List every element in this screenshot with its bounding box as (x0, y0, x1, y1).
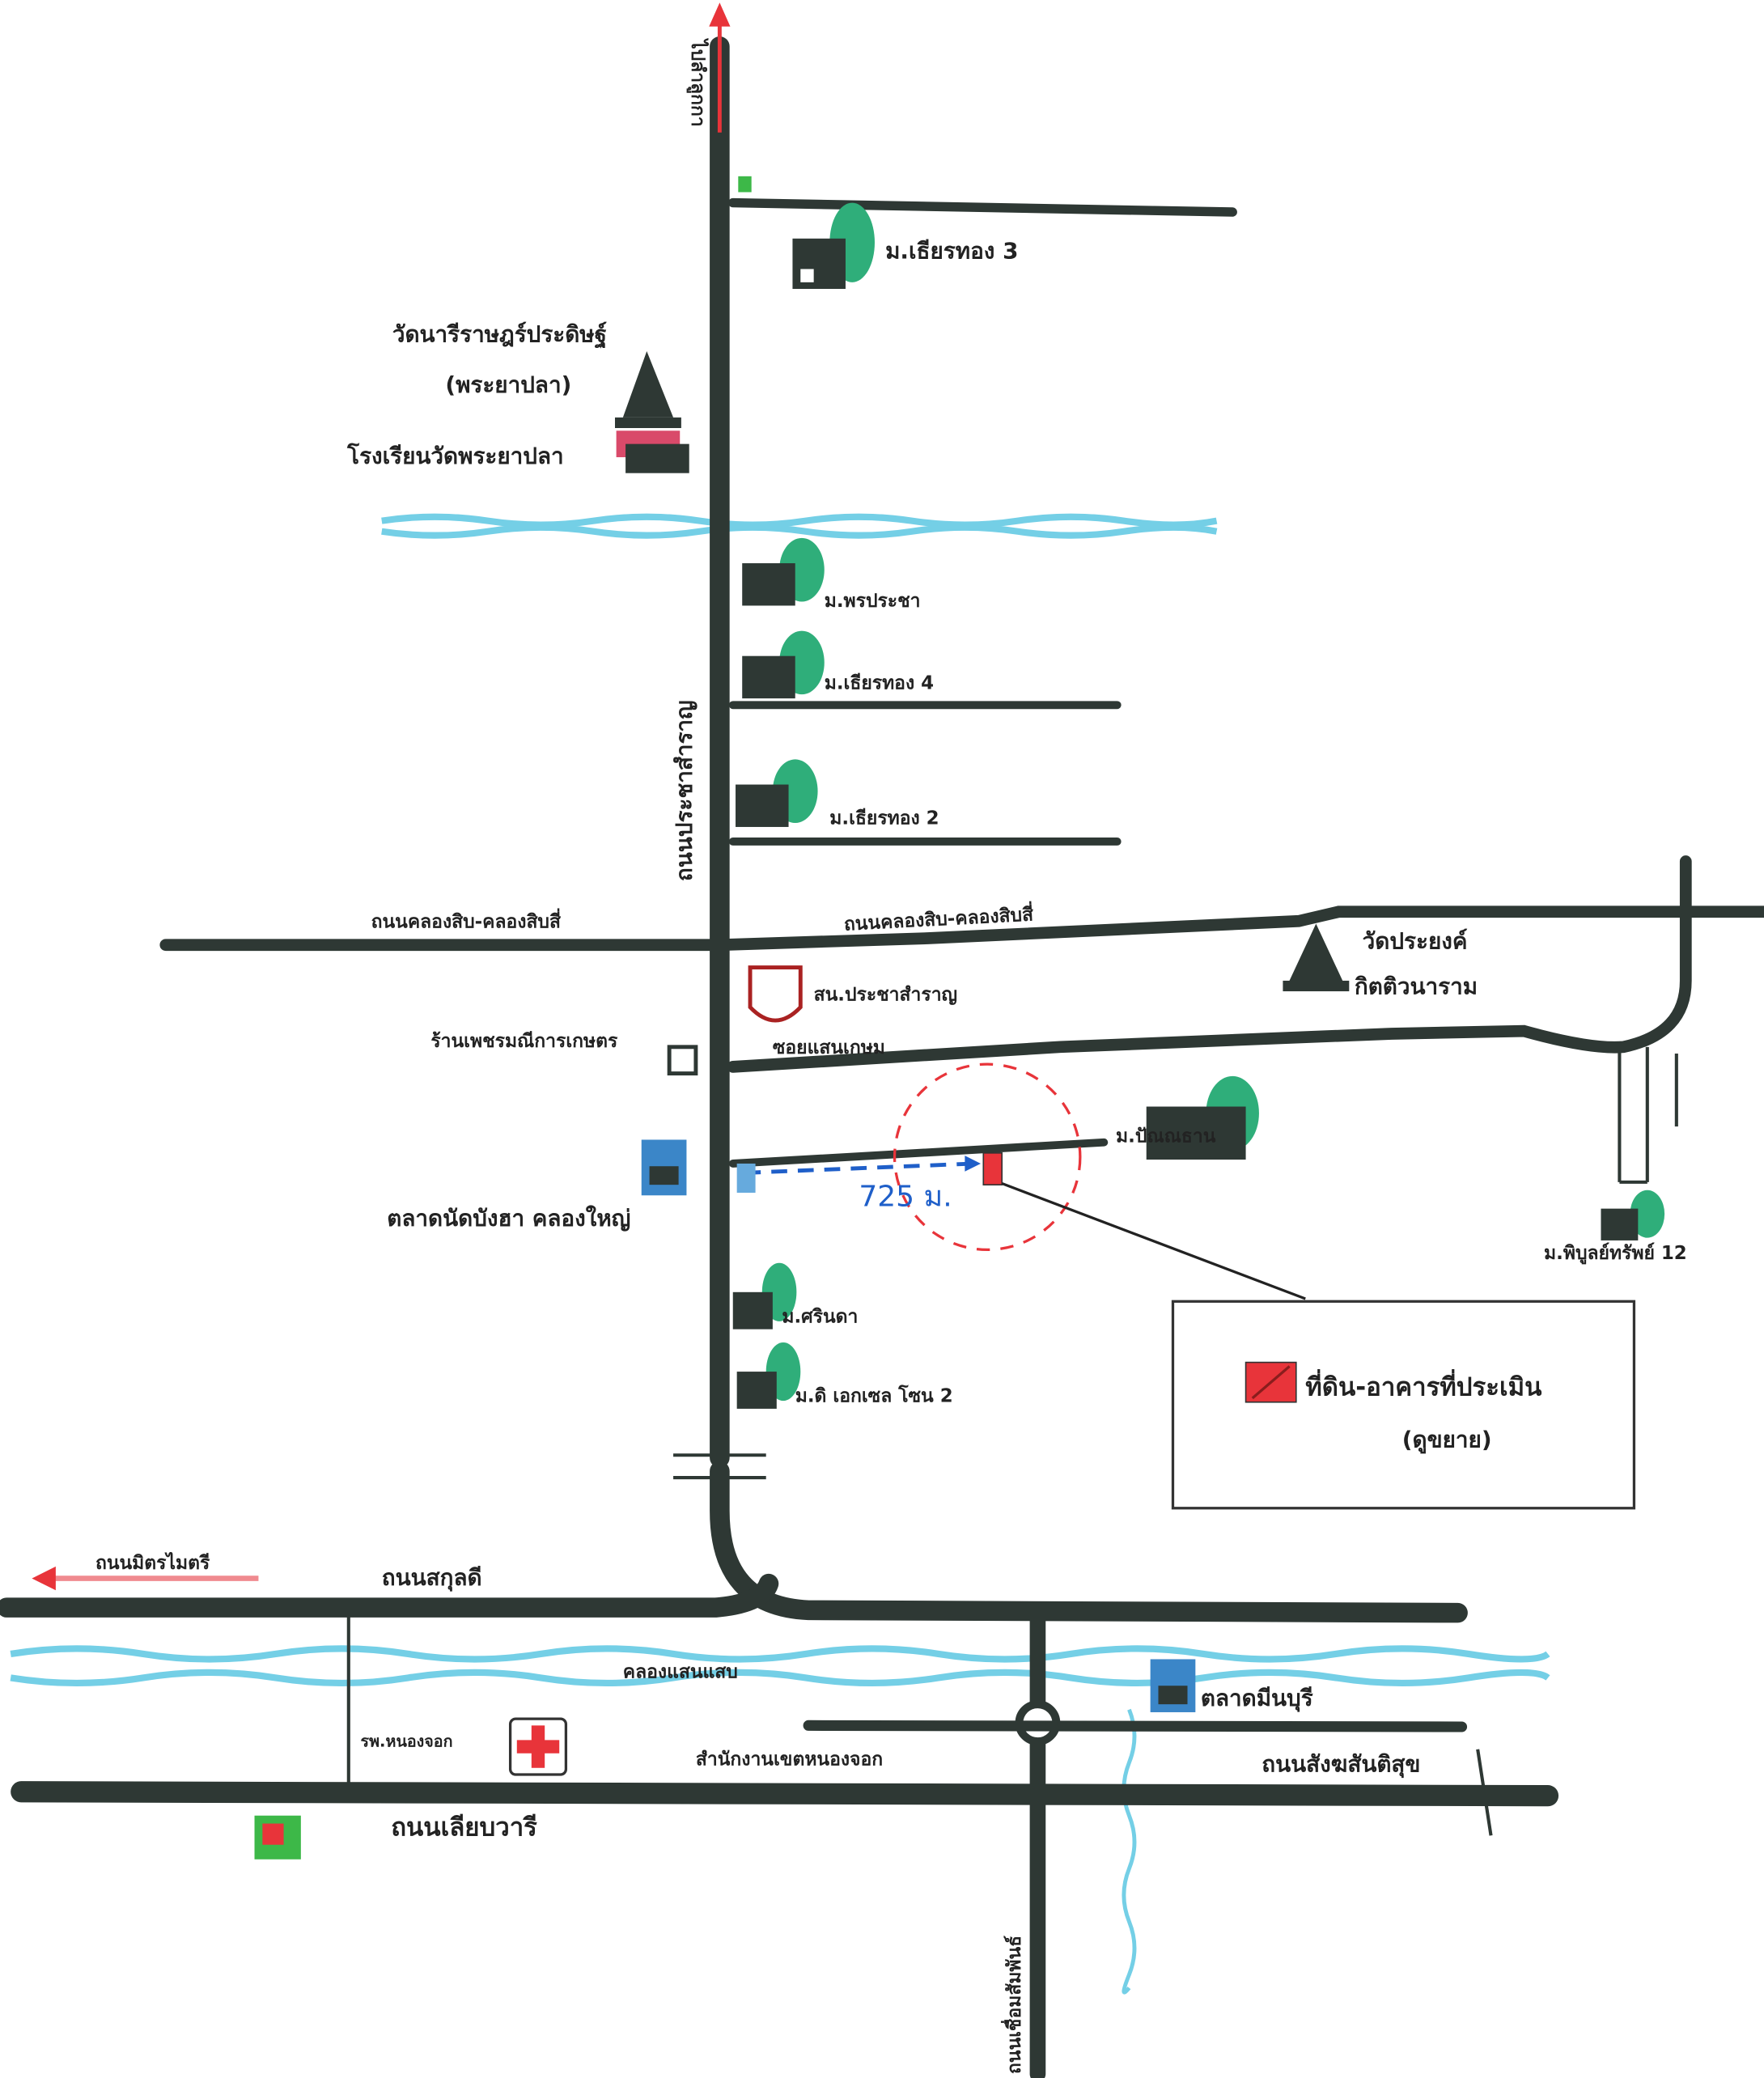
place-label: ม.พรประชา (825, 591, 921, 612)
canal-saen-saep (10, 1645, 1550, 1995)
place-label: วัดนารีราษฎร์ประดิษฐ์ (392, 321, 607, 350)
village-icon (742, 537, 825, 606)
west-arrow (32, 1566, 259, 1591)
roads (0, 36, 1764, 2078)
main-road-label: ถนนประชาสำราญ (671, 700, 698, 881)
village-icon (736, 759, 818, 827)
village-icon (1146, 1075, 1259, 1160)
place-label: ม.เธียรทอง 3 (885, 237, 1018, 264)
subject-property-marker[interactable] (982, 1152, 1003, 1185)
place-label: ม.ดิ เอกเซล โซน 2 (795, 1385, 953, 1407)
place-label: ม.พิบูลย์ทรัพย์ 12 (1544, 1242, 1687, 1265)
leader-line (1001, 1181, 1306, 1300)
place-label: กิตติวนาราม (1355, 973, 1478, 999)
canal-label: คลองแสนแสบ (623, 1661, 738, 1682)
hospital-icon (508, 1717, 568, 1776)
temple-icon (614, 351, 681, 428)
north-direction-label: ไปลำลูกกา (686, 37, 710, 127)
road-label: ถนนมิตรไมตรี (95, 1551, 210, 1574)
village-icon (732, 1262, 797, 1329)
road-label: ซอยแสนเกษม (773, 1037, 885, 1058)
legend-label: ที่ดิน-อาคารที่ประเมิน (1305, 1369, 1542, 1402)
road-label: ถนนสังฆสันติสุข (1262, 1751, 1420, 1779)
road-label: ถนนเลียบวารี (391, 1813, 537, 1842)
store-icon (738, 176, 752, 193)
north-arrow (709, 2, 731, 133)
school-icon (616, 430, 689, 473)
village-icon (742, 630, 825, 699)
road-label: ถนนคลองสิบ-คลองสิบสี่ (371, 908, 562, 932)
market-icon (641, 1139, 687, 1196)
place-label: ม.ศรินดา (782, 1306, 858, 1327)
police-badge-icon (748, 965, 803, 1023)
road-liap-wari (11, 1781, 1559, 1807)
place-label: ร้านเพชรมณีการเกษตร (430, 1031, 618, 1052)
village-icons (732, 202, 1665, 1409)
place-label: ม.เธียรทอง 4 (825, 673, 934, 694)
place-label: ม.เธียรทอง 2 (829, 808, 939, 829)
place-label: ตลาดมีนบุรี (1201, 1685, 1313, 1712)
village-icon (792, 202, 875, 290)
road-label: ถนนเชื่อมสัมพันธ์ (1001, 1936, 1025, 2074)
distance-line (744, 1161, 974, 1175)
legend-note: (ดูขยาย) (1402, 1426, 1492, 1453)
place-label: โรงเรียนวัดพระยาปลา (346, 442, 563, 469)
road-label: ถนนสกุลดี (382, 1564, 482, 1592)
legend-box: ที่ดิน-อาคารที่ประเมิน (ดูขยาย) (1171, 1300, 1636, 1510)
temple-icon (1283, 923, 1350, 992)
distance-label: 725 ม. (859, 1180, 952, 1213)
shop-icon (667, 1045, 698, 1076)
bus-stop-icon (736, 1163, 756, 1193)
place-label: (พระยาปลา) (445, 371, 571, 398)
place-label: ตลาดนัดบังฮา คลองใหญ่ (387, 1205, 630, 1232)
place-label: วัดประยงค์ (1363, 928, 1468, 955)
place-label: สน.ประชาสำราญ (814, 985, 957, 1006)
village-icon (1601, 1190, 1665, 1240)
place-label: สำนักงานเขตหนองจอก (696, 1749, 883, 1770)
place-label: ม.ปัณณธาน (1116, 1126, 1216, 1147)
place-label: รพ.หนองจอก (361, 1732, 453, 1751)
road-curve (710, 1461, 1468, 1623)
subject-radius-circle (893, 1062, 1082, 1252)
gas-station-icon (254, 1815, 301, 1860)
canal-north (381, 513, 1218, 539)
market-icon (1150, 1659, 1196, 1712)
village-icon (736, 1342, 801, 1409)
